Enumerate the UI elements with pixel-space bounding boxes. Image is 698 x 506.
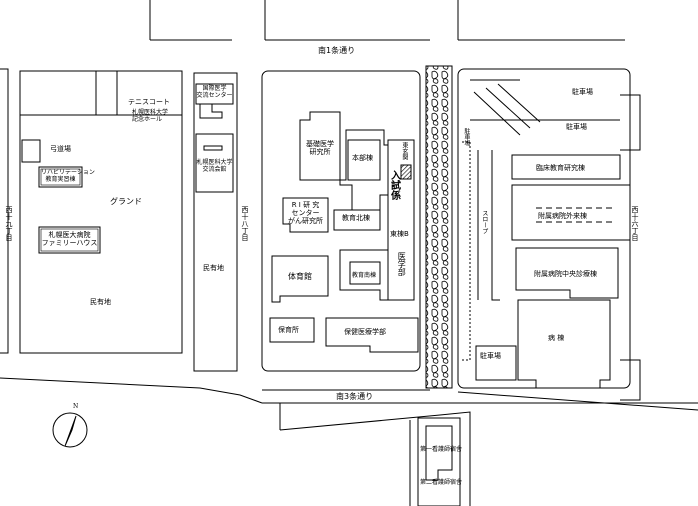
- parking-top2-label: 駐車場: [566, 123, 587, 131]
- kyoiku-south-label: 教育南棟: [352, 272, 377, 279]
- compass-circle: [52, 412, 88, 448]
- kyoiku-south-building: [349, 261, 381, 285]
- rehab-label: リハビリテーション教育実習棟: [41, 169, 95, 183]
- ground-label: グランド: [110, 197, 142, 206]
- gym-label: 体育館: [288, 272, 312, 281]
- tennis-label: テニスコート: [128, 98, 170, 106]
- parking-left-label: 駐車場: [462, 128, 470, 146]
- nursery-label: 保育所: [278, 326, 299, 334]
- road-label-west19: 西十九丁目: [5, 206, 14, 241]
- slope-ramp: [473, 83, 541, 136]
- street-line: [0, 377, 698, 430]
- clinical-building: [511, 154, 621, 180]
- kaikan-label: 札幌医科大学交流会館: [196, 159, 233, 173]
- kyudo-label: 弓道場: [50, 145, 71, 153]
- parking-bottom-lot: [475, 345, 517, 381]
- parking-bottom-label: 駐車場: [480, 352, 501, 360]
- block-narrow: [193, 72, 238, 372]
- ward-building: [517, 299, 611, 389]
- tree-median: [425, 65, 453, 389]
- exchange-center-label: 国際医学交流センター: [196, 85, 233, 99]
- rehab-building: [38, 166, 83, 188]
- kyudo-building: [21, 139, 41, 163]
- outpatient-label: 附属病院外来棟: [538, 212, 587, 220]
- east-gate-label: 東玄関: [400, 142, 408, 160]
- memorial-hall: [199, 104, 223, 119]
- compass-arrow: [64, 415, 77, 447]
- basic-institute-label: 基礎医学研究所: [306, 140, 334, 157]
- exchange-center: [195, 83, 234, 105]
- family-house-label: 札幌医大病院ファミリーハウス: [41, 231, 98, 248]
- road-label-west18: 西十八丁目: [241, 206, 250, 241]
- entrance-label: 入試係: [388, 170, 400, 200]
- block-edge-far-west: [0, 68, 9, 354]
- clinical-label: 臨床教育研究棟: [536, 164, 585, 172]
- family-house-building: [38, 226, 101, 254]
- narrow-private-label: 民有地: [203, 264, 224, 272]
- med-label: 医学部: [397, 252, 407, 276]
- nursery-building: [269, 317, 315, 343]
- dorm2-label: 第二看護師宿舎: [420, 479, 463, 486]
- hatch-mark: [400, 164, 412, 180]
- east-b-building: [387, 139, 415, 301]
- dorm1-label: 第一看護師宿舎: [420, 446, 463, 453]
- basic-institute: [299, 111, 389, 211]
- memorial-hall-label: 札幌医科大学記念ホール: [132, 109, 169, 123]
- block-west: [19, 70, 183, 354]
- street-line: [149, 0, 625, 41]
- ri-center-label: R I 研 究センターがん研究所: [288, 201, 323, 226]
- road-label-west16: 西十六丁目: [631, 206, 640, 241]
- road-label-south1: 南1条通り: [318, 46, 356, 55]
- health-building: [325, 317, 419, 353]
- dorm-building: [417, 417, 461, 506]
- ri-center: [282, 197, 329, 233]
- outpatient-building: [511, 184, 631, 241]
- honbu-building: [347, 139, 381, 181]
- ward-label: 病 棟: [548, 334, 565, 342]
- gym-building: [271, 255, 329, 303]
- exam-building: [515, 247, 619, 299]
- parking-top-label: 駐車場: [572, 88, 593, 96]
- compass-north-label: N: [73, 403, 79, 410]
- honbu-label: 本部棟: [352, 154, 373, 162]
- health-label: 保健医療学部: [344, 328, 386, 336]
- west-private-label: 民有地: [90, 298, 111, 306]
- block-main: [261, 70, 421, 372]
- road-label-south3: 南3条通り: [336, 392, 374, 401]
- east-b-label: 東棟B: [390, 230, 409, 238]
- slope-label: スロープ: [480, 210, 488, 234]
- kyoiku-north-label: 教育北棟: [342, 214, 370, 222]
- exam-label: 附属病院中央診療棟: [534, 270, 597, 278]
- kyoiku-north-building: [333, 209, 381, 231]
